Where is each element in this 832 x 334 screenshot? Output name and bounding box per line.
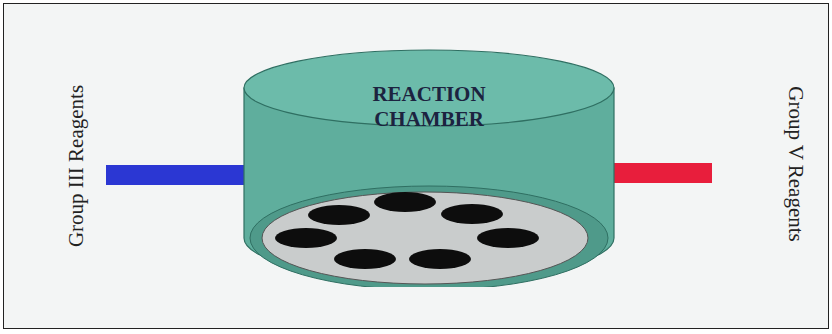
cylinder-outline <box>238 42 620 287</box>
chamber-opening <box>250 186 608 287</box>
wafer <box>275 228 337 248</box>
wafer <box>441 204 503 224</box>
reagent-label: Group V Reagents <box>783 86 808 242</box>
wafer <box>374 192 436 212</box>
wafer <box>477 228 539 248</box>
wafer-platter <box>262 192 588 284</box>
chamber-title: REACTION CHAMBER <box>354 42 504 132</box>
reaction-chamber: REACTION CHAMBER <box>238 42 620 287</box>
group-iii-feed-pipe <box>106 165 248 185</box>
wafer <box>334 249 396 269</box>
reagent-label: Group III Reagents <box>64 85 89 247</box>
wafer <box>409 249 471 269</box>
wafer <box>308 205 370 225</box>
group-v-feed-pipe <box>606 163 712 183</box>
